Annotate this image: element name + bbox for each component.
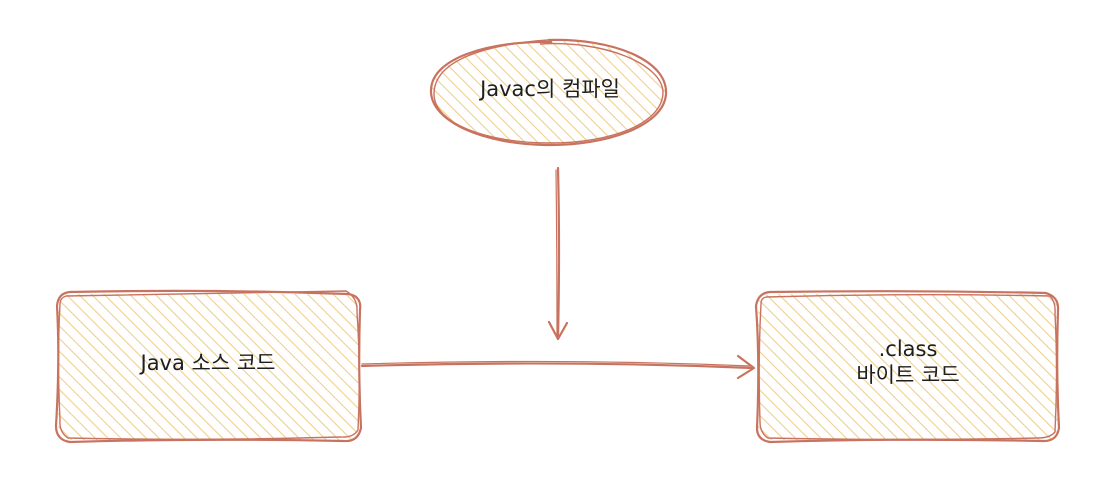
source-label: Java 소스 코드 [140, 351, 276, 375]
bytecode-label-line1: .class [878, 337, 938, 361]
bytecode-label: .class 바이트 코드 [758, 336, 1058, 389]
compile-arrow [547, 166, 569, 341]
javac-label: Javac의 컴파일 [480, 77, 620, 101]
javac-ellipse[interactable] [429, 38, 668, 147]
bytecode-label-line2: 바이트 코드 [856, 363, 960, 388]
source-box[interactable] [54, 289, 363, 444]
flow-arrow [360, 354, 756, 380]
bytecode-box[interactable] [754, 290, 1061, 444]
